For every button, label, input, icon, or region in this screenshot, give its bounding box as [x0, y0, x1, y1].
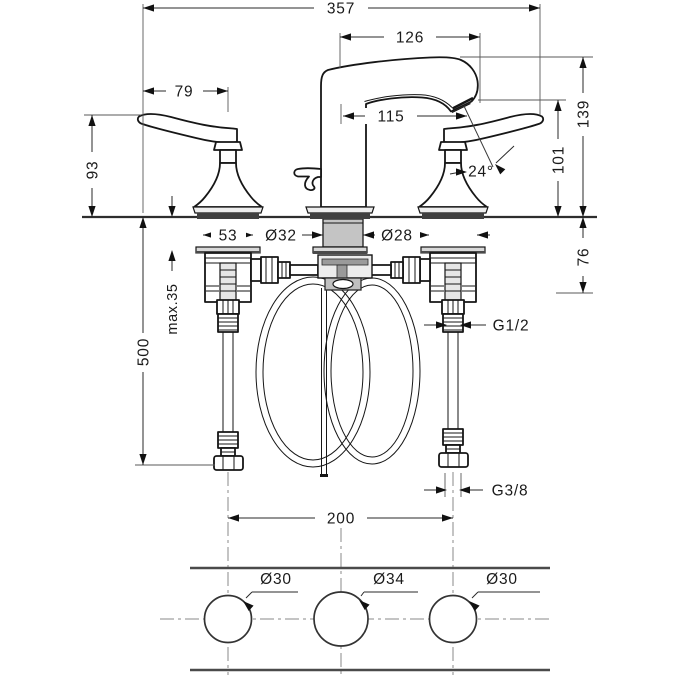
dim-spout-overall-reach: 126 [340, 29, 480, 47]
dim-overall-width: 357 [143, 0, 540, 18]
dim-spout-height: 139 [576, 57, 593, 217]
dim-label-79: 79 [175, 84, 194, 101]
left-handle [136, 113, 264, 219]
dim-side-thread: G1/2 [424, 318, 529, 335]
dim-outlet-height: 101 [551, 100, 568, 217]
dim-label-200: 200 [327, 511, 355, 528]
dim-handle-reach: 79 [143, 83, 228, 101]
dim-label-dia32: Ø32 [265, 228, 297, 245]
dim-bottom-thread: G3/8 [424, 483, 528, 500]
hole-right [428, 594, 478, 644]
dim-label-g38: G3/8 [492, 483, 529, 500]
dim-hole-spacing: 200 [228, 510, 453, 528]
pull-rod [320, 288, 328, 477]
right-handle [417, 113, 545, 219]
plan-view: Ø30 Ø34 Ø30 [190, 566, 550, 672]
dim-label-dia30-right: Ø30 [486, 571, 518, 588]
dim-label-dia34: Ø34 [373, 571, 405, 588]
plan-label-center: Ø34 [359, 571, 418, 611]
dim-label-500: 500 [136, 338, 153, 366]
dim-label-24deg: 24° [468, 164, 494, 181]
dim-handle-height: 93 [85, 115, 102, 217]
center-body-below-deck [312, 218, 373, 291]
dim-label-g12: G1/2 [493, 318, 530, 335]
dim-shank-row: 53 Ø32 Ø28 [203, 227, 490, 245]
dim-stream-angle: 24° [449, 145, 515, 181]
dim-label-dia28: Ø28 [381, 228, 413, 245]
dim-label-93: 93 [85, 161, 102, 180]
spout [293, 56, 479, 219]
dim-label-dia30-left: Ø30 [260, 571, 292, 588]
dim-label-53: 53 [219, 228, 238, 245]
dim-label-101: 101 [551, 146, 568, 174]
plan-label-left: Ø30 [243, 571, 298, 612]
dim-spout-reach: 115 [343, 108, 467, 126]
supply-hose-loops [255, 276, 421, 468]
dim-label-76: 76 [576, 248, 593, 267]
right-valve-assembly [362, 246, 486, 468]
stream-angle-line [463, 105, 494, 168]
dim-label-115: 115 [377, 109, 404, 126]
dim-supply-hose-length: 500 [136, 217, 153, 465]
hole-left [203, 594, 253, 644]
extension-lines [84, 4, 593, 497]
dim-label-139: 139 [576, 100, 593, 128]
dim-max-deck-thickness: max.35 [165, 196, 181, 335]
dim-label-357: 357 [327, 1, 355, 18]
left-valve-assembly [195, 246, 319, 471]
dim-under-deck-depth: 76 [576, 217, 593, 293]
dim-label-126: 126 [396, 30, 424, 47]
hole-center [313, 591, 369, 647]
dim-label-max35: max.35 [165, 283, 181, 334]
pop-up-rod-knob [293, 167, 322, 191]
plan-label-right: Ø30 [469, 571, 540, 612]
